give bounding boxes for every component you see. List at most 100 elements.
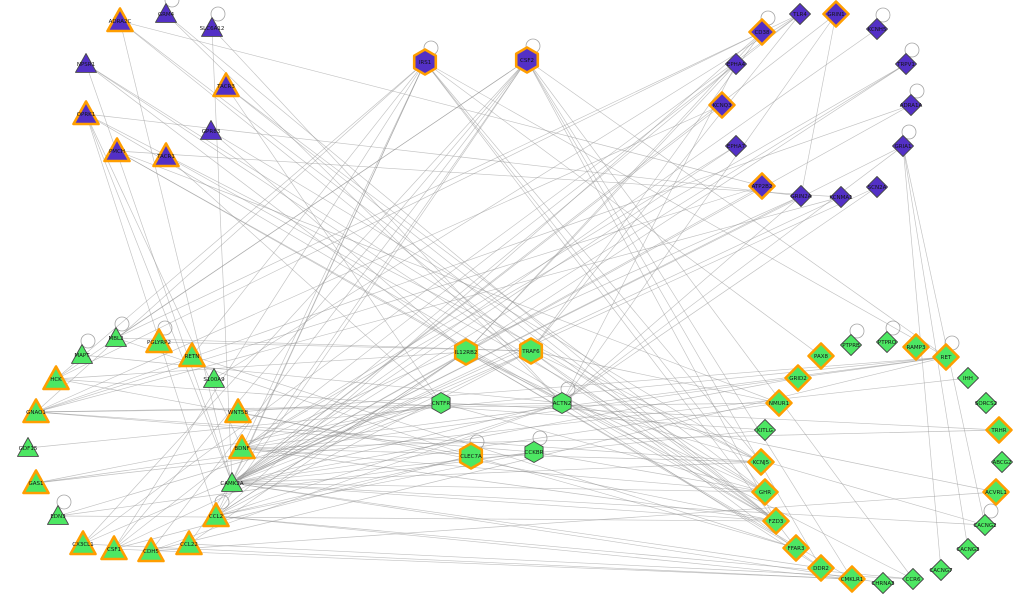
node-EPHA4[interactable]: EPHA4 xyxy=(725,53,747,75)
node-PAX8[interactable]: PAX8 xyxy=(807,342,835,370)
node-IRS1[interactable]: IRS1 xyxy=(412,48,438,76)
edge-KCNMA1-CAMK2A xyxy=(231,196,842,484)
edge-CLEC7A-HCK xyxy=(55,378,472,457)
node-GRIN1[interactable]: GRIN1 xyxy=(822,0,850,28)
hexagon-node-shape xyxy=(453,338,479,366)
node-ABCG2[interactable]: ABCG2 xyxy=(991,451,1013,473)
node-GNAO1[interactable]: GNAO1 xyxy=(22,398,50,424)
node-TRHR[interactable]: TRHR xyxy=(985,416,1013,444)
node-CLEC7A[interactable]: CLEC7A xyxy=(458,442,484,470)
edge-CNTFR-EDN3 xyxy=(57,402,442,517)
node-OPRK1[interactable]: OPRK1 xyxy=(72,100,100,126)
edge-NPSR1-CAMK2A xyxy=(85,63,233,484)
node-RET[interactable]: RET xyxy=(932,343,960,371)
node-NMUR1[interactable]: NMUR1 xyxy=(765,389,793,417)
triangle-node-shape xyxy=(145,328,173,354)
node-KCNQ3[interactable]: KCNQ3 xyxy=(708,91,736,119)
edge-TLR4-TRAF6 xyxy=(530,13,801,352)
node-NPSR1[interactable]: NPSR1 xyxy=(75,53,97,73)
node-KCNJ5[interactable]: KCNJ5 xyxy=(747,448,775,476)
diamond-node-shape xyxy=(872,572,894,594)
node-CCL22[interactable]: CCL22 xyxy=(175,530,203,556)
diamond-node-shape xyxy=(957,367,979,389)
diamond-node-shape xyxy=(754,419,776,441)
edge-CAMK2A-FZD3 xyxy=(231,482,777,522)
node-ADRA2C[interactable]: ADRA2C xyxy=(106,7,134,33)
edge-GPR83-IL12RB2 xyxy=(210,130,467,353)
edge-CSF2-CX3CL1 xyxy=(82,59,528,545)
edge-HCK-KITLG xyxy=(55,378,766,431)
edge-TRAF6-NMUR1 xyxy=(530,350,780,404)
node-MBL2[interactable]: MBL2 xyxy=(105,327,127,347)
edge-IRS1-GHR xyxy=(424,61,766,493)
edge-EPHA4-CAMK2A xyxy=(231,63,737,484)
node-PMCH[interactable]: PMCH xyxy=(103,137,131,163)
node-ACVRL1[interactable]: ACVRL1 xyxy=(982,478,1010,506)
self-loop-EDN3 xyxy=(56,494,72,510)
node-CCR6[interactable]: CCR6 xyxy=(902,568,924,590)
edge-EPHA4-ACTN2 xyxy=(561,63,737,404)
edge-TRAF6-CX3CL1 xyxy=(82,350,532,545)
diamond-node-shape xyxy=(974,514,996,536)
node-GRM4[interactable]: GRM4 xyxy=(155,3,177,23)
edge-IL12RB2-HCK xyxy=(55,351,467,380)
node-FFAR3[interactable]: FFAR3 xyxy=(782,534,810,562)
node-layer: ADRA2CGRM4SLC6A12NPSR1TACR3OPRK1GPR83PMC… xyxy=(17,0,1013,594)
edge-IRS1-RETN xyxy=(191,61,426,357)
node-SORCS2[interactable]: SORCS2 xyxy=(975,392,997,414)
edge-EPHA4-IL12RB2 xyxy=(465,63,737,353)
diamond-node-shape xyxy=(790,185,812,207)
node-HCK[interactable]: HCK xyxy=(42,365,70,391)
node-KCNMA1[interactable]: KCNMA1 xyxy=(829,186,853,208)
hexagon-node-shape xyxy=(552,392,572,414)
diamond-node-shape xyxy=(762,507,790,535)
node-TRAF6[interactable]: TRAF6 xyxy=(518,337,544,365)
edge-CDH5-ACVRL1 xyxy=(150,491,997,552)
edge-CNTFR-CAMK2A xyxy=(231,402,442,484)
edge-ACTN2-CCL2 xyxy=(215,402,563,517)
node-CSF1[interactable]: CSF1 xyxy=(100,535,128,561)
node-FZD3[interactable]: FZD3 xyxy=(762,507,790,535)
edge-EPHA7-BDNF xyxy=(241,145,737,449)
node-CD38[interactable]: CD38 xyxy=(748,18,776,46)
node-SCN2A[interactable]: SCN2A xyxy=(866,176,888,198)
node-KITLG[interactable]: KITLG xyxy=(754,419,776,441)
diamond-node-shape xyxy=(957,538,979,560)
triangle-node-shape xyxy=(175,530,203,556)
node-EPHA7[interactable]: EPHA7 xyxy=(725,135,747,157)
node-CCL2[interactable]: CCL2 xyxy=(202,502,230,528)
node-WNT5B[interactable]: WNT5B xyxy=(224,398,252,424)
edge-TLR4-CX3CL1 xyxy=(82,13,801,545)
node-IHH[interactable]: IHH xyxy=(957,367,979,389)
triangle-node-shape xyxy=(203,368,225,388)
edge-CNTFR-GHR xyxy=(440,402,766,493)
edge-CCKBR-GHR xyxy=(533,451,766,493)
diamond-node-shape xyxy=(708,91,736,119)
triangle-node-shape xyxy=(100,535,128,561)
diamond-node-shape xyxy=(982,478,1010,506)
node-CMKLR1[interactable]: CMKLR1 xyxy=(838,565,866,593)
node-CACNG7[interactable]: CACNG7 xyxy=(929,559,953,581)
edge-CNTFR-TRHR xyxy=(440,402,1000,431)
edge-ADRA2C-ATP2B2 xyxy=(119,20,763,187)
node-IL12RB2[interactable]: IL12RB2 xyxy=(453,338,479,366)
node-GPR83[interactable]: GPR83 xyxy=(200,120,222,140)
triangle-node-shape xyxy=(155,3,177,23)
edge-layer xyxy=(27,0,1000,584)
node-CACNG3[interactable]: CACNG3 xyxy=(956,538,980,560)
self-loop-PTPRB xyxy=(849,323,865,339)
edge-KCNMA1-GNAO1 xyxy=(35,196,842,413)
node-ATP2B2[interactable]: ATP2B2 xyxy=(748,172,776,200)
node-TLR4[interactable]: TLR4 xyxy=(789,3,811,25)
edge-ADRA2C-TRAF6 xyxy=(119,20,532,352)
node-TACR3[interactable]: TACR3 xyxy=(212,72,240,98)
node-GHR[interactable]: GHR xyxy=(751,478,779,506)
edge-CSF2-CCR6 xyxy=(526,59,914,580)
node-MAPT[interactable]: MAPT xyxy=(71,344,93,364)
node-RAMP3[interactable]: RAMP3 xyxy=(902,333,930,361)
edge-NPSR1-GHR xyxy=(85,63,766,493)
node-CSF2[interactable]: CSF2 xyxy=(514,46,540,74)
node-GRIN2A[interactable]: GRIN2A xyxy=(790,185,812,207)
edge-IRS1-CSF1 xyxy=(113,61,426,550)
